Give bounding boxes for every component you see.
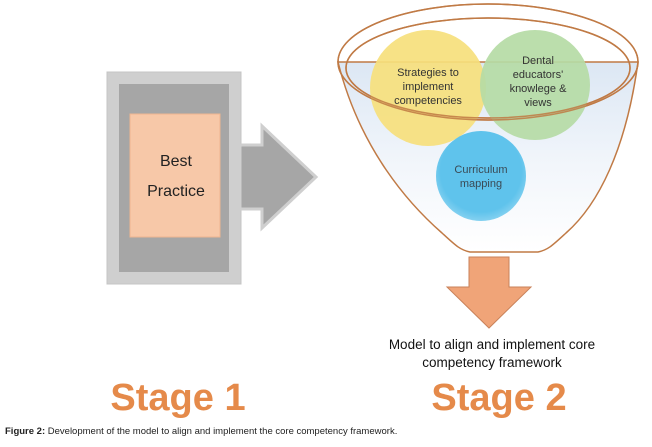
- dental-educators-line1: Dental: [522, 55, 554, 67]
- down-arrow: [445, 256, 533, 329]
- output-line2: competency framework: [422, 355, 562, 370]
- curriculum-circle-glow: [436, 131, 526, 221]
- best-practice-line2: Practice: [147, 183, 205, 200]
- curriculum-line2: mapping: [460, 178, 502, 190]
- funnel-group: Strategies to implement competencies Den…: [337, 3, 639, 253]
- output-line1: Model to align and implement core: [389, 337, 595, 352]
- funnel-rim-inner-overlay: [345, 17, 631, 119]
- dental-educators-line3: knowlege &: [510, 83, 568, 95]
- strategies-line2: implement: [403, 81, 454, 93]
- curriculum-line1: Curriculum: [454, 164, 507, 176]
- best-practice-box: [129, 113, 221, 238]
- caption-prefix: Figure 2:: [5, 426, 46, 437]
- best-practice-line1: Best: [160, 153, 193, 170]
- dental-educators-line2: educators': [513, 69, 563, 81]
- stage2-label: Stage 2: [431, 377, 566, 419]
- figure-caption: Figure 2: Development of the model to al…: [5, 426, 650, 437]
- strategies-line3: competencies: [394, 95, 462, 107]
- dental-educators-line4: views: [524, 97, 552, 109]
- caption-text: Development of the model to align and im…: [45, 426, 398, 437]
- funnel-rim-outer-overlay: [337, 3, 639, 121]
- strategies-line1: Strategies to: [397, 67, 459, 79]
- stage1-label: Stage 1: [110, 377, 245, 419]
- stage1-group: Best Practice: [106, 71, 242, 285]
- right-arrow: [238, 122, 319, 232]
